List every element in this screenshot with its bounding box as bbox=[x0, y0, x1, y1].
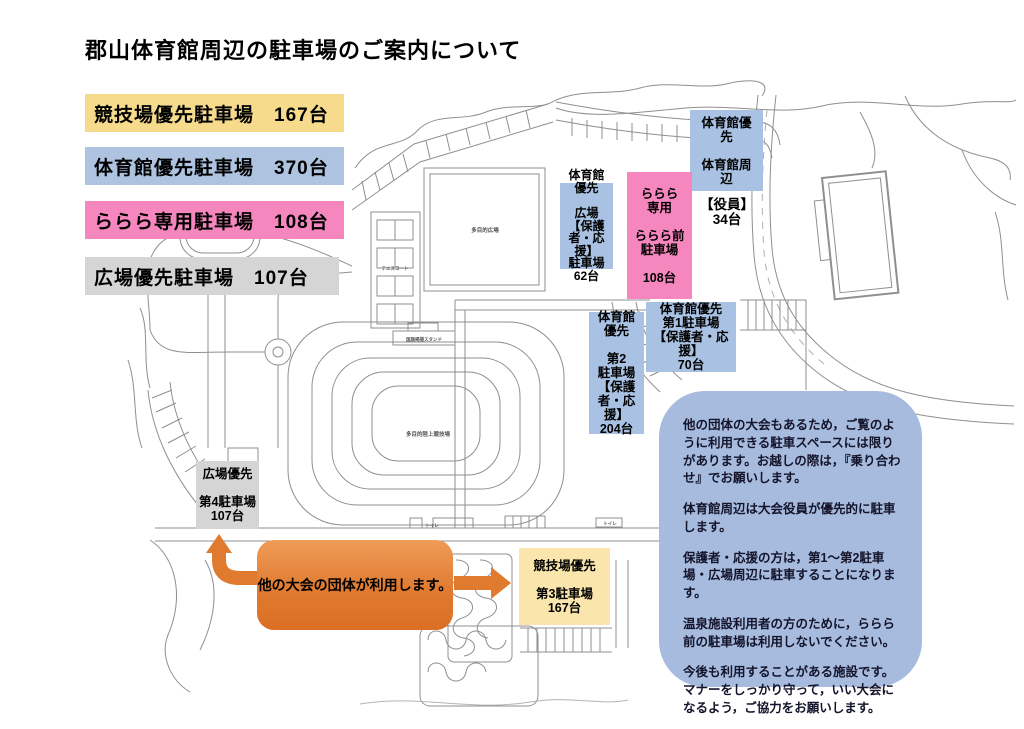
notes-paragraph-2: 体育館周辺は大会役員が優先的に駐車します。 bbox=[683, 502, 896, 534]
map-upper-right-lot bbox=[813, 170, 900, 301]
label-plaza: 多目的広場 bbox=[471, 226, 499, 234]
legend-plaza-priority: 広場優先駐車場 107台 bbox=[85, 257, 339, 295]
map-box-plaza-62-label: 体育館 優先 広場 【保護者・応援】 駐車場 62台 bbox=[568, 168, 605, 284]
legend-stadium-priority: 競技場優先駐車場 167台 bbox=[85, 94, 344, 132]
map-box-rarara-lot-label: ららら 専用 ららら前 駐車場 108台 bbox=[634, 186, 685, 285]
notes-paragraph-3: 保護者・応援の方は，第1～第2駐車場・広場周辺に駐車することになります。 bbox=[683, 550, 896, 601]
map-box-lot1: 体育館優先 第1駐車場 【保護者・応援】 70台 bbox=[646, 302, 736, 372]
map-box-lot3: 競技場優先 第3駐車場 167台 bbox=[519, 548, 610, 625]
map-right-sweep-road bbox=[751, 94, 1015, 425]
map-box-officials-label: 【役員】 34台 bbox=[700, 196, 754, 227]
label-tennis: テニスコート bbox=[382, 266, 409, 272]
map-box-lot2-label: 体育館 優先 第2 駐車場 【保護者・応援】 204台 bbox=[597, 310, 636, 436]
other-tournament-callout-label: 他の大会の団体が利用します。 bbox=[257, 577, 453, 593]
legend-plaza-priority-label: 広場優先駐車場 107台 bbox=[94, 267, 309, 289]
map-terrain-top bbox=[354, 80, 1017, 301]
map-left-roads bbox=[127, 206, 353, 463]
notes-paragraph-4: 温泉施設利用者の方のために，ららら前の駐車場は利用しないでください。 bbox=[683, 616, 896, 649]
legend-rarara-reserved-label: ららら専用駐車場 108台 bbox=[94, 211, 329, 233]
map-box-lot1-label: 体育館優先 第1駐車場 【保護者・応援】 70台 bbox=[653, 302, 729, 372]
map-box-lot2: 体育館 優先 第2 駐車場 【保護者・応援】 204台 bbox=[589, 310, 644, 436]
legend-gym-priority-label: 体育館優先駐車場 370台 bbox=[94, 157, 329, 179]
map-tennis-courts bbox=[370, 211, 421, 329]
map-box-lot3-label: 競技場優先 第3駐車場 167台 bbox=[533, 558, 596, 615]
map-diagonal-parking-band bbox=[351, 103, 554, 211]
label-toilet-2: トイレ bbox=[425, 523, 439, 528]
map-box-officials: 【役員】 34台 bbox=[686, 194, 768, 230]
map-box-lot4-label: 広場優先 第4駐車場 107台 bbox=[199, 467, 256, 523]
map-box-plaza-62: 体育館 優先 広場 【保護者・応援】 駐車場 62台 bbox=[560, 169, 613, 282]
map-box-lot4: 広場優先 第4駐車場 107台 bbox=[196, 461, 259, 529]
other-tournament-callout: 他の大会の団体が利用します。 bbox=[257, 540, 453, 630]
map-athletics-oval bbox=[287, 321, 565, 529]
page-title: 郡山体育館周辺の駐車場のご案内について bbox=[85, 38, 522, 63]
map-box-rarara-lot: ららら 専用 ららら前 駐車場 108台 bbox=[627, 172, 692, 299]
map-plaza-square bbox=[423, 167, 546, 292]
map-box-gym-area: 体育館優 先 体育館周 辺 bbox=[690, 110, 763, 191]
map-box-gym-area-label: 体育館優 先 体育館周 辺 bbox=[701, 115, 752, 186]
label-stand: 国旗掲揚スタンド bbox=[406, 336, 442, 343]
notes-box: 他の団体の大会もあるため，ご覧のように利用できる駐車スペースには限りがあります。… bbox=[659, 391, 922, 715]
legend-gym-priority: 体育館優先駐車場 370台 bbox=[85, 147, 344, 185]
notes-paragraph-5: 今後も利用することがある施設です。マナーをしっかり守って，いい大会になるよう，ご… bbox=[683, 665, 895, 715]
notes-paragraph-1: 他の団体の大会もあるため，ご覧のように利用できる駐車スペースには限りがあります。… bbox=[683, 418, 901, 486]
map-tiny-labels: 多目的広場 テニスコート 多目的陸上競技場 国旗掲揚スタンド トイレ トイレ bbox=[382, 226, 618, 528]
legend-stadium-priority-label: 競技場優先駐車場 167台 bbox=[94, 104, 329, 126]
legend-rarara-reserved: ららら専用駐車場 108台 bbox=[85, 201, 344, 239]
label-oval: 多目的陸上競技場 bbox=[406, 430, 451, 438]
label-toilet-1: トイレ bbox=[603, 521, 617, 526]
